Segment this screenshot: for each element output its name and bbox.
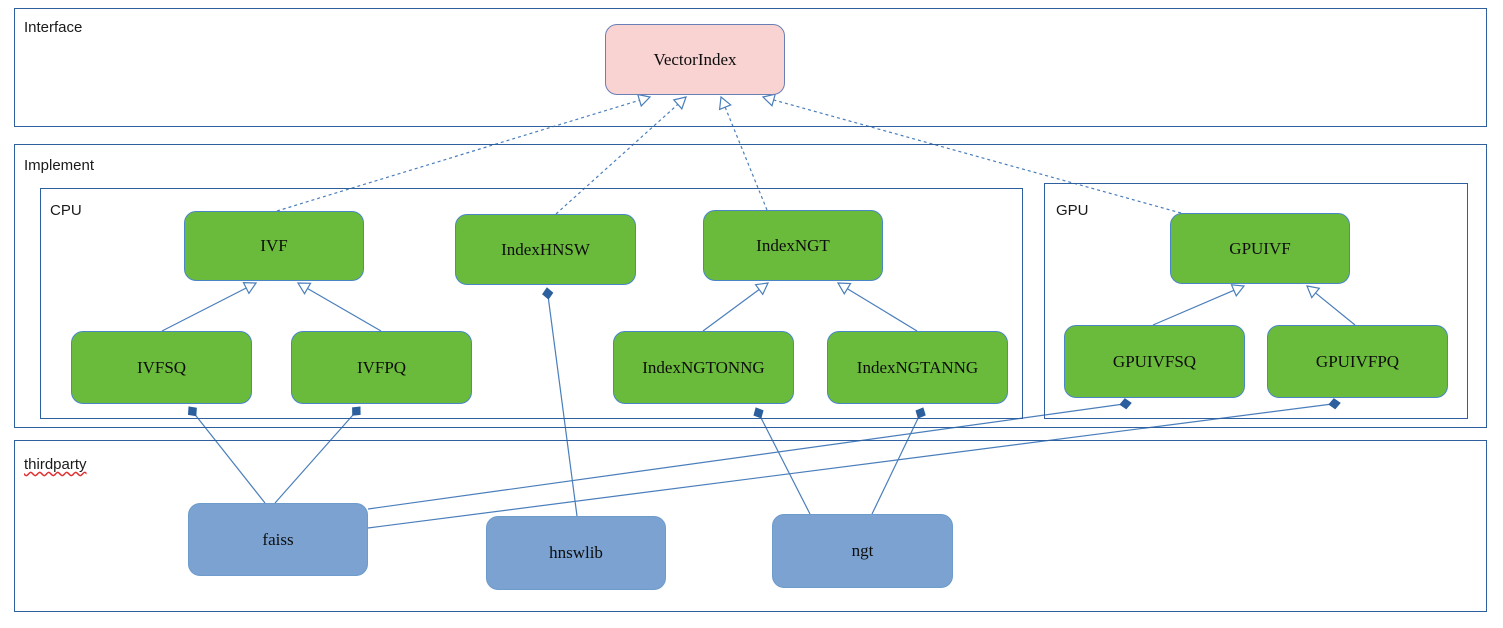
container-implement (14, 144, 1487, 428)
container-label-cpu: CPU (50, 202, 82, 219)
node-indexhnsw[interactable]: IndexHNSW (455, 214, 636, 285)
node-ivfsq[interactable]: IVFSQ (71, 331, 252, 404)
container-label-implement: Implement (24, 157, 95, 174)
node-vectorindex[interactable]: VectorIndex (605, 24, 785, 95)
node-indexngtonng[interactable]: IndexNGTONNG (613, 331, 794, 404)
container-gpu (1044, 183, 1468, 419)
node-faiss[interactable]: faiss (188, 503, 368, 576)
container-thirdparty (14, 440, 1487, 612)
node-hnswlib[interactable]: hnswlib (486, 516, 666, 590)
container-label-thirdparty: thirdparty (24, 456, 87, 473)
node-ngt[interactable]: ngt (772, 514, 953, 588)
node-gpuivf[interactable]: GPUIVF (1170, 213, 1350, 284)
node-indexngt[interactable]: IndexNGT (703, 210, 883, 281)
container-label-gpu: GPU (1056, 202, 1089, 219)
node-gpuivfpq[interactable]: GPUIVFPQ (1267, 325, 1448, 398)
node-gpuivfsq[interactable]: GPUIVFSQ (1064, 325, 1245, 398)
container-interface (14, 8, 1487, 127)
node-indexngtanng[interactable]: IndexNGTANNG (827, 331, 1008, 404)
container-cpu (40, 188, 1023, 419)
node-ivf[interactable]: IVF (184, 211, 364, 281)
container-label-interface: Interface (24, 19, 83, 36)
node-ivfpq[interactable]: IVFPQ (291, 331, 472, 404)
